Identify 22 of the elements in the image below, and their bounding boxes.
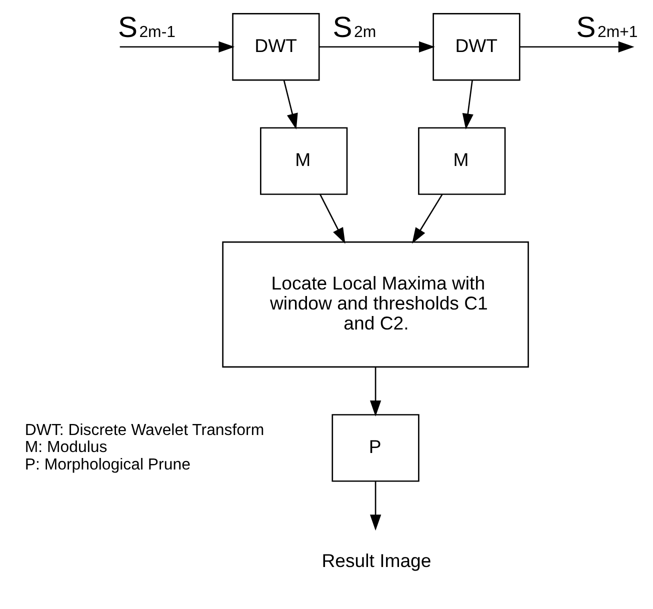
node-box: DWT xyxy=(432,12,520,81)
node-box: Locate Local Maxima with window and thresholds C1 and C2. xyxy=(222,241,529,368)
arrow xyxy=(520,41,634,52)
arrow xyxy=(462,80,474,130)
label: P: Morphological Prune xyxy=(24,456,190,474)
node-text: Result Image xyxy=(322,550,432,572)
node-box: M xyxy=(260,127,348,195)
node-box: DWT xyxy=(232,12,320,81)
label: DWT: Discrete Wavelet Transform xyxy=(24,422,264,439)
edge-label: S2m xyxy=(332,12,376,44)
label: M: Modulus xyxy=(24,439,108,456)
arrow xyxy=(320,194,346,244)
arrow xyxy=(370,367,382,416)
arrow xyxy=(120,41,235,52)
arrow xyxy=(370,482,382,531)
arrow xyxy=(283,80,298,130)
arrow xyxy=(319,41,435,52)
node-box: M xyxy=(418,127,506,195)
arrow xyxy=(412,194,443,244)
edge-label: S2m+1 xyxy=(576,12,638,44)
node-box: P xyxy=(332,414,420,482)
edge-label: S2m-1 xyxy=(118,12,176,44)
